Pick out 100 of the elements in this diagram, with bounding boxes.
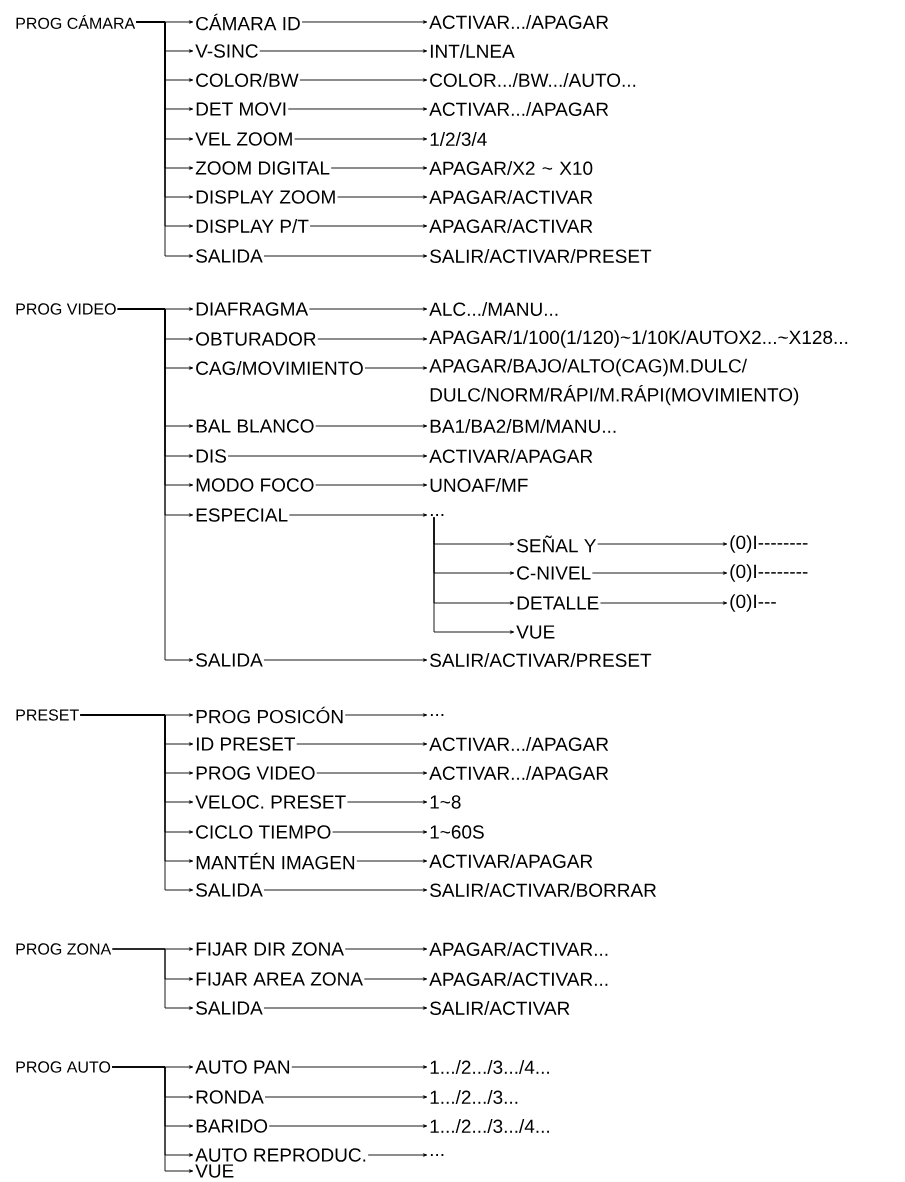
menu-item: PROG POSICÓN — [196, 706, 343, 724]
menu-item: V-SINC — [195, 44, 258, 58]
option-values: SALIR/ACTIVAR/PRESET — [430, 653, 652, 667]
option-values: BA1/BA2/BM/MANU... — [430, 419, 616, 433]
arrow — [330, 166, 428, 170]
menu-item: VUE — [195, 1164, 234, 1178]
option-values: SALIR/ACTIVAR/PRESET — [430, 249, 652, 263]
arrow — [301, 20, 428, 24]
arrow — [263, 888, 428, 892]
option-values: UNOAF/MF — [430, 478, 528, 492]
option-values: ... — [430, 1154, 444, 1157]
arrow — [363, 977, 428, 981]
menu-item: DIAFRAGMA — [196, 302, 309, 316]
menu-item: C-NIVEL — [517, 566, 591, 580]
menu-item: MANTÉN IMAGEN — [196, 852, 355, 870]
arrow — [591, 571, 728, 575]
arrow — [263, 254, 428, 258]
arrow — [597, 542, 728, 546]
arrow — [308, 307, 428, 311]
menu-item: RONDA — [196, 1090, 264, 1104]
menu-item: ID PRESET — [196, 737, 296, 751]
arrow — [227, 454, 428, 458]
menu-item: SALIDA — [196, 249, 263, 263]
option-values: ALC.../MANU... — [429, 302, 558, 316]
menu-item: DISPLAY ZOOM — [196, 190, 335, 204]
arrow — [346, 800, 428, 804]
menu-heading: PROG VIDEO — [16, 303, 116, 315]
menu-heading: PRESET — [16, 709, 79, 721]
menu-item: VELOC. PRESET — [195, 795, 346, 809]
arrow — [287, 107, 428, 111]
option-values: 1/2/3/4 — [430, 132, 487, 146]
menu-item: DIS — [196, 449, 226, 463]
arrow — [316, 771, 428, 775]
menu-heading: PROG ZONA — [16, 943, 112, 955]
option-values: (0)I-------- — [730, 535, 808, 553]
arrow — [344, 947, 428, 951]
arrow — [264, 1095, 428, 1099]
menu-item: AUTO REPRODUC. — [195, 1148, 366, 1162]
option-values: ACTIVAR.../APAGAR — [429, 766, 609, 780]
option-values: ... — [430, 514, 444, 516]
menu-item: BAL BLANCO — [196, 419, 314, 433]
menu-item: OBTURADOR — [196, 332, 316, 346]
menu-heading: PROG CÁMARA — [16, 15, 136, 29]
arrow — [337, 195, 428, 199]
menu-item: VEL ZOOM — [195, 132, 292, 146]
menu-item: DISPLAY P/T — [196, 219, 309, 233]
arrow — [317, 337, 428, 341]
menu-item: SALIDA — [196, 653, 263, 667]
arrow — [111, 948, 194, 1010]
option-values: SALIR/ACTIVAR — [430, 1001, 570, 1015]
menu-item: FIJAR DIR ZONA — [196, 942, 344, 956]
option-values: APAGAR/ACTIVAR... — [429, 942, 608, 956]
arrow — [299, 78, 428, 82]
option-values: COLOR.../BW.../AUTO... — [430, 73, 636, 87]
menu-item: MODO FOCO — [196, 478, 314, 492]
option-values: ACTIVAR.../APAGAR — [429, 15, 609, 29]
menu-item: CAG/MOVIMIENTO — [196, 361, 363, 375]
menu-item: SALIDA — [196, 883, 263, 897]
arrow — [332, 830, 428, 834]
option-values: ACTIVAR/APAGAR — [429, 854, 593, 868]
option-values: APAGAR/ACTIVAR — [429, 219, 593, 233]
arrow — [309, 224, 428, 228]
option-values: 1.../2.../3... — [430, 1090, 518, 1104]
arrow — [79, 714, 194, 892]
arrow — [315, 424, 428, 428]
arrow — [294, 137, 428, 141]
option-values: 1.../2.../3.../4... — [430, 1060, 549, 1074]
arrow — [364, 366, 428, 370]
menu-item: DETALLE — [517, 596, 599, 610]
menu-item: CÁMARA ID — [196, 13, 300, 31]
option-values: APAGAR/ACTIVAR... — [429, 972, 608, 986]
option-values: ACTIVAR.../APAGAR — [429, 102, 609, 116]
option-values: 1~60S — [430, 825, 484, 839]
option-values: 1~8 — [430, 795, 461, 809]
arrow — [367, 1153, 428, 1157]
option-values: (0)I--- — [730, 594, 776, 612]
option-values: APAGAR/X2 ~ X10 — [429, 161, 593, 175]
menu-item: AUTO PAN — [195, 1060, 290, 1074]
arrow — [288, 513, 428, 517]
option-values: ACTIVAR.../APAGAR — [429, 737, 609, 751]
arrow — [263, 1006, 428, 1010]
menu-item: BARIDO — [196, 1119, 268, 1133]
option-values: APAGAR/1/100(1/120)~1/10K/AUTOX2...~X128... — [429, 330, 848, 348]
menu-item: SEÑAL Y — [517, 535, 596, 553]
menu-item: COLOR/BW — [196, 73, 299, 87]
arrow — [600, 601, 728, 605]
option-values: SALIR/ACTIVAR/BORRAR — [430, 883, 656, 897]
arrow — [259, 49, 428, 53]
arrow — [117, 308, 194, 662]
arrow — [268, 1124, 428, 1128]
arrow — [356, 859, 428, 863]
menu-item: PROG VIDEO — [196, 766, 315, 780]
menu-item: FIJAR AREA ZONA — [196, 972, 363, 986]
menu-item: VUE — [516, 625, 555, 639]
option-values: 1.../2.../3.../4... — [430, 1119, 549, 1133]
arrow — [263, 658, 428, 662]
menu-item: ZOOM DIGITAL — [195, 161, 330, 175]
arrow — [344, 713, 428, 717]
menu-item: ESPECIAL — [196, 508, 288, 522]
option-values: INT/LNEA — [430, 44, 515, 58]
